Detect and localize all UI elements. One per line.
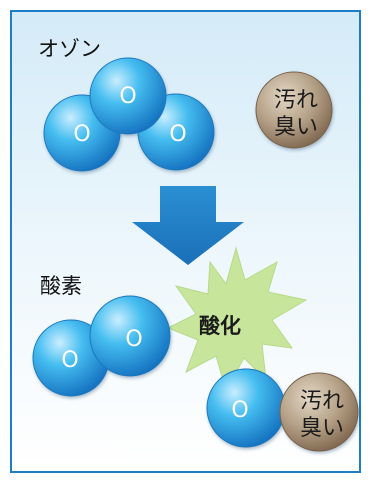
oxygen-atom-right xyxy=(89,295,171,377)
oxygen-label: 酸素 xyxy=(40,274,82,298)
dirt-label-top: 汚れ xyxy=(274,88,318,113)
odor-label-bottom: 臭い xyxy=(300,416,344,441)
down-arrow-icon xyxy=(132,186,244,265)
ozone-atom-top-symbol: O xyxy=(119,84,136,109)
oxidizing-atom-symbol: O xyxy=(231,398,248,423)
dirt-odor-ball-top xyxy=(255,71,333,149)
ozone-atom-top xyxy=(89,57,167,135)
dirt-odor-ball-bottom xyxy=(279,372,359,452)
oxygen-atom-right-symbol: O xyxy=(125,327,142,352)
diagram-panel xyxy=(10,10,361,473)
odor-label-top: 臭い xyxy=(274,115,318,140)
oxidation-label: 酸化 xyxy=(199,314,241,338)
ozone-molecule xyxy=(43,57,215,172)
dirt-label-bottom: 汚れ xyxy=(300,389,344,414)
oxygen-atom-left-symbol: O xyxy=(61,348,78,373)
oxygen-molecule xyxy=(32,295,171,397)
ozone-label: オゾン xyxy=(38,37,101,61)
ozone-atom-right-symbol: O xyxy=(169,122,186,147)
ozone-atom-left-symbol: O xyxy=(73,122,90,147)
oxidized-pair xyxy=(206,368,359,452)
